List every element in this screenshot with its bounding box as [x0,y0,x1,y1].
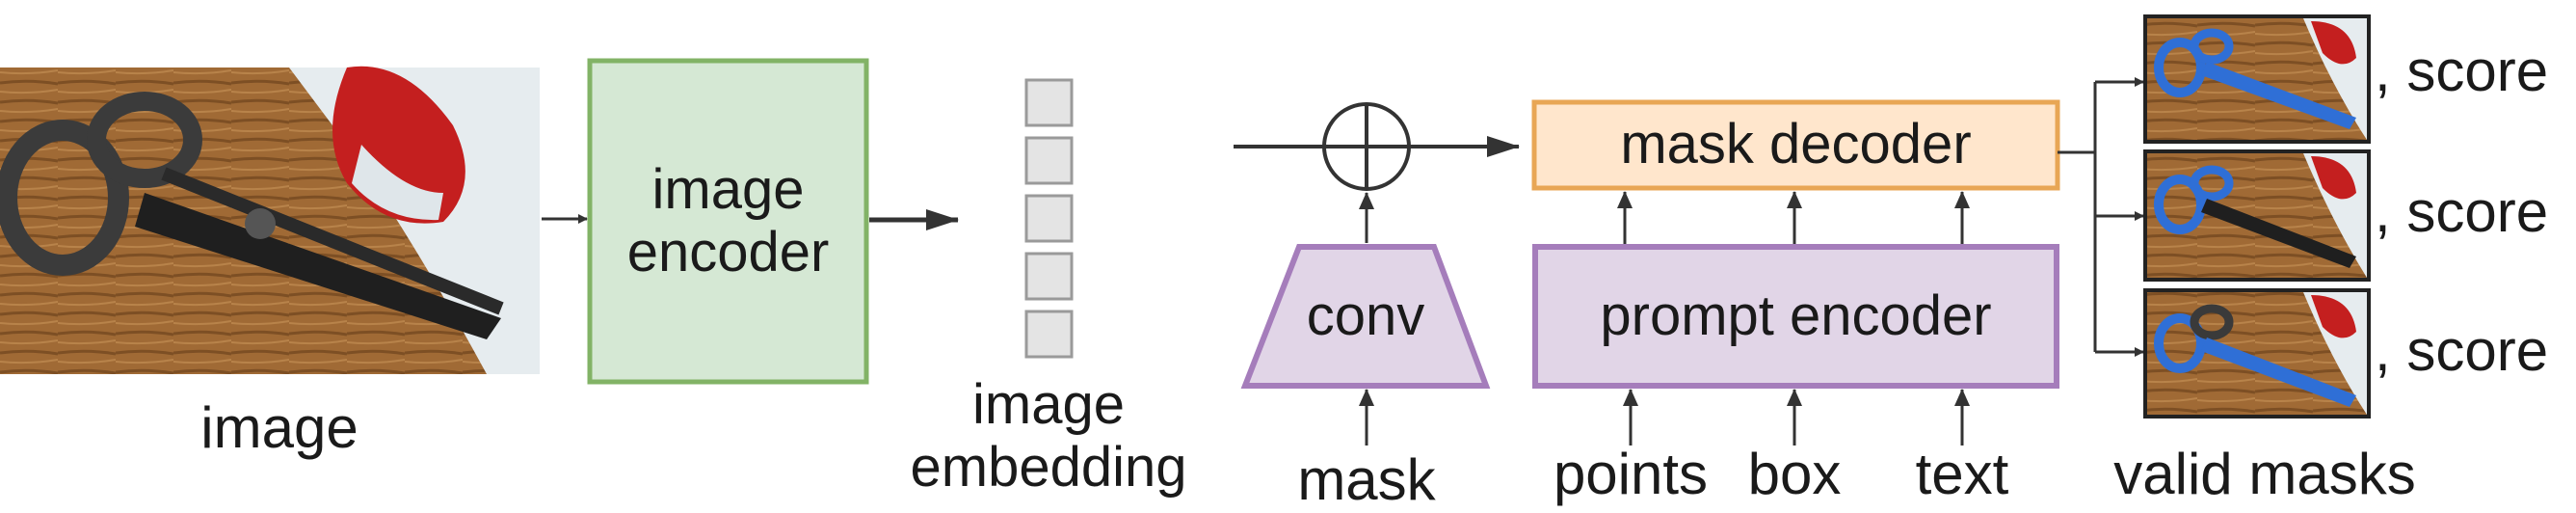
image-encoder-line2: encoder [626,220,830,284]
prompt-encoder-box [1532,244,2059,389]
mask-label: mask [1297,447,1436,512]
text-label: text [1915,442,2009,506]
output-mask-1 [2143,14,2371,144]
image-embedding-line2: embedding [910,435,1187,499]
image-encoder-box [587,58,869,385]
output-branch-lines [2058,82,2097,352]
score-label-2: , score [2375,179,2549,244]
conv-label: conv [1306,284,1425,347]
embedding-cell [1024,252,1074,301]
mask-decoder-label: mask decoder [1620,113,1972,176]
image-encoder-line1: image [651,157,805,221]
embedding-cell [1024,78,1074,127]
input-image-photo [0,66,540,374]
image-embedding-stack [1024,78,1074,359]
embedding-cell [1024,136,1074,185]
image-embedding-line1: image [972,373,1125,436]
points-label: points [1553,442,1709,506]
output-mask-2 [2143,149,2371,282]
score-label-1: , score [2375,39,2549,103]
conv-block [1240,244,1491,389]
embedding-cell [1024,310,1074,359]
image-label: image [200,395,359,460]
image-encoder-label: image encoder [590,61,866,382]
sum-node-icon [1322,102,1411,191]
box-label: box [1747,442,1842,506]
prompt-encoder-label: prompt encoder [1600,284,1992,347]
score-label-3: , score [2375,318,2549,383]
embedding-cell [1024,194,1074,243]
mask-decoder-box [1531,99,2060,191]
image-embedding-label: image embedding [904,373,1193,500]
valid-masks-label: valid masks [2113,442,2416,506]
output-mask-3 [2143,288,2371,418]
